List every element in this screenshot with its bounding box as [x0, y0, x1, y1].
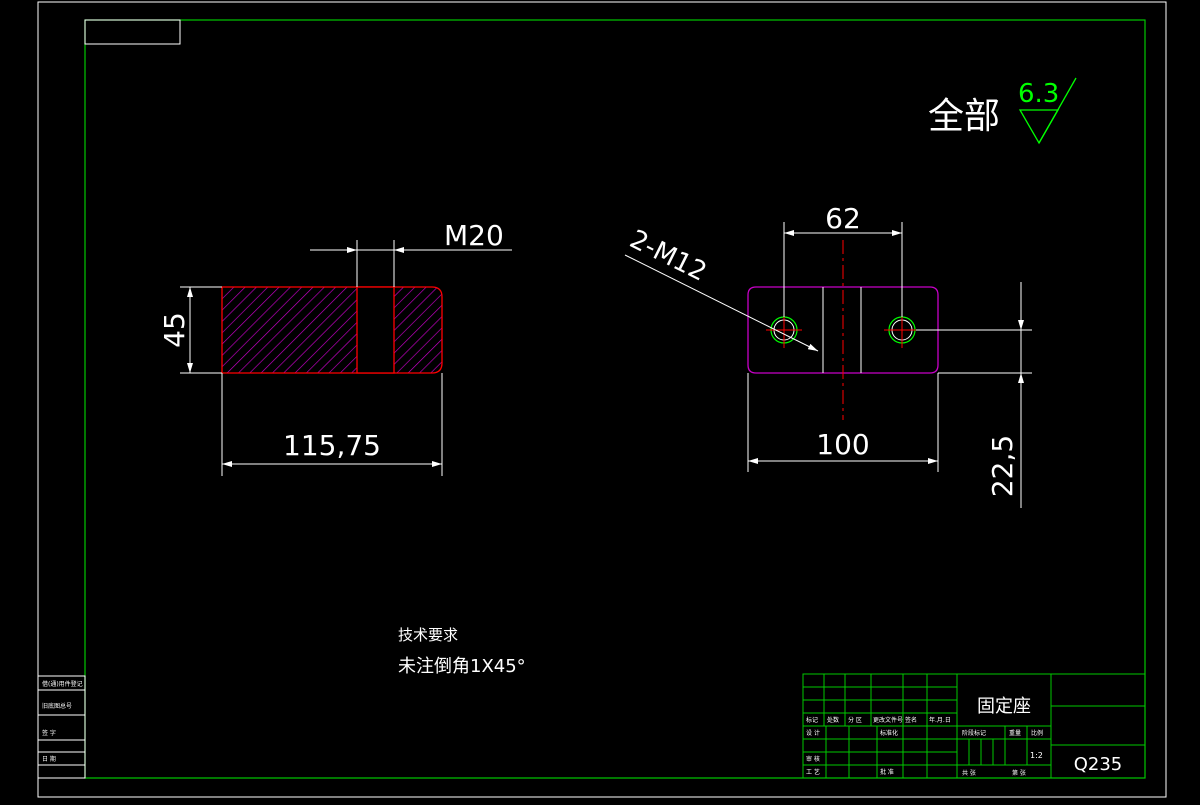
surface-finish-symbol: 全部 6.3	[928, 77, 1077, 145]
tb-ratio-label: 比例	[1031, 729, 1043, 737]
surface-finish-prefix: 全部	[928, 96, 1000, 137]
dim-offset-label: 22,5	[986, 435, 1019, 497]
tb-sheet-no-label: 第 张	[1012, 769, 1026, 777]
roughness-triangle	[1018, 109, 1060, 145]
tb-stage-label: 阶段标记	[962, 729, 986, 737]
technical-notes: 技术要求 未注倒角1X45°	[398, 626, 526, 677]
dim-length-label: 115,75	[283, 429, 381, 462]
dim-height-label: 45	[158, 312, 191, 348]
tb-sheets-label: 共 张	[962, 769, 976, 777]
dim-hole-spacing-label: 62	[825, 202, 861, 235]
notes-line-1: 未注倒角1X45°	[398, 656, 526, 677]
tb-standardize-label: 标准化	[880, 729, 898, 737]
hole-left	[766, 312, 802, 348]
sheet-frame	[37, 1, 1167, 798]
side-strip-label-2: 旧底图总号	[42, 702, 72, 710]
material-value: Q235	[1074, 754, 1123, 775]
title-block: 标记 处数 分 区 更改文件号 签名 年.月.日 设 计 标准化 审 核 工 艺…	[802, 673, 1146, 779]
side-strip-label-1: 借(通)用件登记	[42, 680, 83, 688]
section-body	[221, 286, 443, 374]
thread-hole-gap	[356, 286, 395, 374]
dim-holes-label: 2-M12	[625, 224, 711, 287]
dim-thread-label: M20	[444, 219, 504, 252]
tb-header-mark: 标记	[806, 716, 818, 724]
tb-process-label: 工 艺	[806, 768, 820, 776]
inner-border	[84, 19, 1146, 779]
notes-heading: 技术要求	[398, 626, 458, 644]
tb-design-label: 设 计	[806, 729, 820, 737]
side-strip-label-3: 签 字	[42, 729, 56, 737]
side-strip	[37, 675, 86, 779]
left-section-view: M20 45 115,75	[158, 219, 512, 476]
tb-header-count: 处数	[827, 716, 839, 724]
code-box	[84, 19, 181, 45]
tb-scale-value: 1:2	[1030, 751, 1043, 760]
side-strip-label-4: 日 期	[42, 755, 56, 763]
tb-approve-label: 批 准	[880, 768, 894, 776]
tb-weight-label: 重量	[1009, 729, 1021, 737]
outer-border	[37, 1, 1167, 798]
roughness-tail	[1038, 77, 1077, 144]
tb-header-zone: 分 区	[848, 716, 862, 724]
dim-width-label: 100	[816, 428, 869, 461]
tb-header-signature: 签名	[905, 716, 917, 724]
plate-outline	[747, 286, 939, 374]
part-name: 固定座	[977, 696, 1031, 717]
tb-review-label: 审 核	[806, 755, 820, 763]
tb-header-change-doc: 更改文件号	[873, 716, 903, 724]
hole-right	[884, 312, 920, 348]
hole-leader	[624, 254, 819, 352]
surface-finish-value: 6.3	[1018, 79, 1059, 109]
right-plan-view: 62 2-M12 100 22,5	[624, 202, 1032, 508]
tb-header-date: 年.月.日	[929, 716, 951, 724]
